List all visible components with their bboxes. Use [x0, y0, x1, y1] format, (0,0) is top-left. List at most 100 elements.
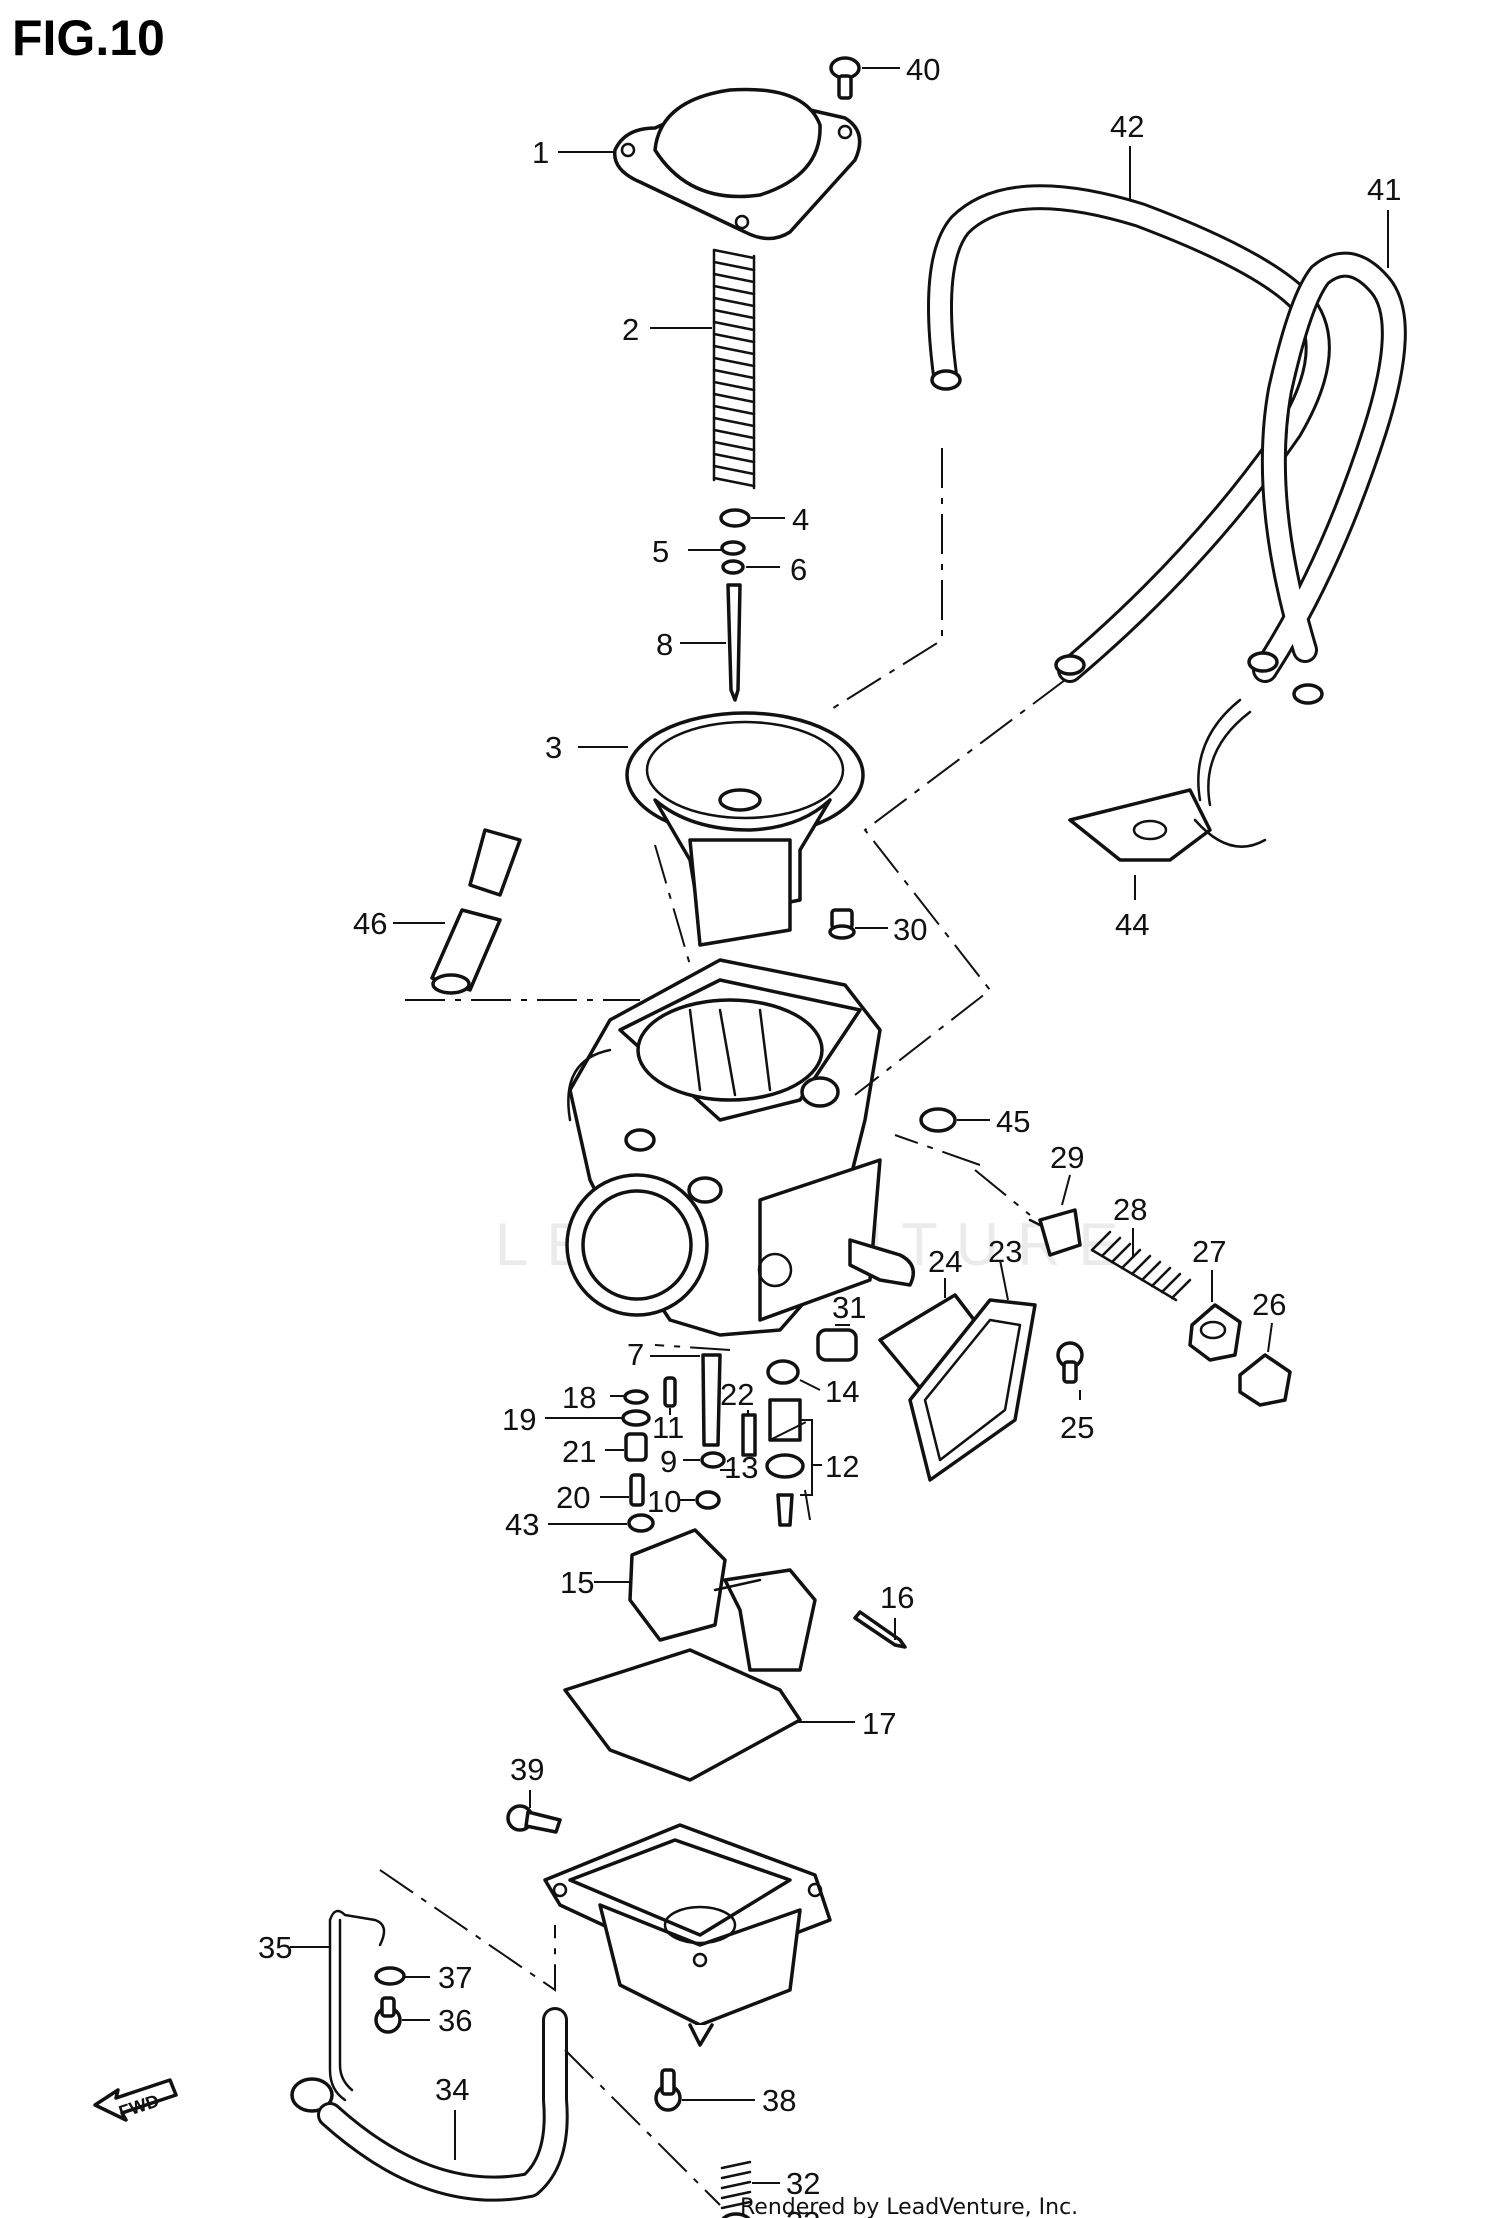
- part-6-clip: [721, 559, 745, 575]
- callout-labels: 1 2 3 4 5 6 7 8 9 10 11 12 13 14 15 16 1…: [258, 52, 1401, 2218]
- part-9-washer: [700, 1451, 726, 1469]
- carburetor-body: [565, 958, 916, 1337]
- callout-13: 13: [724, 1450, 758, 1485]
- part-17-gasket: [563, 1648, 802, 1782]
- callout-34: 34: [435, 2072, 469, 2107]
- part-38-screw: [654, 2068, 682, 2112]
- callout-25: 25: [1060, 1410, 1094, 1445]
- callout-31: 31: [832, 1290, 866, 1325]
- callout-19: 19: [502, 1402, 536, 1437]
- part-40-screw: [829, 56, 861, 100]
- callout-11: 11: [652, 1410, 684, 1445]
- part-23-cover: [908, 1298, 1037, 1482]
- fwd-arrow: [93, 2078, 178, 2122]
- parts-artwork: [93, 56, 1407, 2218]
- callout-45: 45: [996, 1104, 1030, 1139]
- part-14-plug: [766, 1359, 800, 1385]
- part-20-screw: [629, 1473, 645, 1507]
- callout-7: 7: [627, 1337, 644, 1372]
- part-22-jet: [741, 1413, 757, 1457]
- callout-16: 16: [880, 1580, 914, 1615]
- callout-46: 46: [353, 906, 387, 941]
- callout-40: 40: [906, 52, 940, 87]
- part-26-cap: [1238, 1353, 1292, 1407]
- part-3-diaphragm: [625, 711, 865, 947]
- part-43-cap: [627, 1513, 655, 1533]
- part-28-spring: [1090, 1230, 1192, 1302]
- callout-28: 28: [1113, 1192, 1147, 1227]
- callout-14: 14: [825, 1374, 859, 1409]
- callout-6: 6: [790, 552, 807, 587]
- callout-10: 10: [647, 1484, 681, 1519]
- part-1-cover: [612, 87, 862, 241]
- callout-39: 39: [510, 1752, 544, 1787]
- figure-title: FIG.10: [12, 10, 165, 66]
- part-42-hose: [927, 184, 1331, 683]
- callout-35: 35: [258, 1930, 292, 1965]
- part-25-screw: [1056, 1341, 1084, 1384]
- callout-8: 8: [656, 627, 673, 662]
- callout-32: 32: [786, 2166, 820, 2201]
- callout-2: 2: [622, 312, 639, 347]
- callout-20: 20: [556, 1480, 590, 1515]
- callout-27: 27: [1192, 1234, 1226, 1269]
- part-39-screw: [506, 1804, 562, 1834]
- part-15-float: [628, 1528, 817, 1672]
- float-bowl: [543, 1823, 832, 2047]
- part-35-pipe: [328, 1909, 386, 2102]
- callout-3: 3: [545, 730, 562, 765]
- callout-44: 44: [1115, 907, 1149, 942]
- callout-17: 17: [862, 1706, 896, 1741]
- assembly-lines: [379, 448, 1066, 2206]
- part-8-needle: [726, 583, 742, 702]
- part-18-ring: [623, 1389, 649, 1405]
- part-16-pin: [853, 1610, 907, 1649]
- part-12-valve: [765, 1398, 805, 1527]
- part-33-washer: [721, 2212, 751, 2218]
- callout-26: 26: [1252, 1287, 1286, 1322]
- callout-5: 5: [652, 534, 669, 569]
- callout-42: 42: [1110, 109, 1144, 144]
- part-10-jet: [695, 1490, 721, 1510]
- callout-29: 29: [1050, 1140, 1084, 1175]
- part-31-plug: [816, 1328, 858, 1362]
- callout-21: 21: [562, 1434, 596, 1469]
- leader-lines: [290, 67, 1389, 2184]
- part-41-hose: [1247, 251, 1407, 705]
- callout-18: 18: [562, 1380, 596, 1415]
- part-21-spring: [624, 1432, 648, 1462]
- part-46-tubes: [430, 828, 522, 995]
- callout-22: 22: [720, 1377, 754, 1412]
- callout-38: 38: [762, 2083, 796, 2118]
- callout-41: 41: [1367, 172, 1401, 207]
- callout-43: 43: [505, 1507, 539, 1542]
- callout-4: 4: [792, 502, 809, 537]
- part-30-plug: [828, 908, 856, 940]
- part-4-washer: [719, 508, 751, 528]
- callout-37: 37: [438, 1960, 472, 1995]
- callout-1: 1: [532, 135, 549, 170]
- callout-15: 15: [560, 1565, 594, 1600]
- part-32-spring: [720, 2160, 752, 2210]
- callout-36: 36: [438, 2003, 472, 2038]
- part-37-washer: [374, 1966, 406, 1986]
- part-11-jet: [663, 1376, 677, 1408]
- callout-23: 23: [988, 1234, 1022, 1269]
- callout-9: 9: [660, 1444, 677, 1479]
- credit-text: Rendered by LeadVenture, Inc.: [740, 2195, 1078, 2218]
- callout-33: 33: [786, 2205, 820, 2218]
- part-36-screw: [374, 1996, 402, 2034]
- part-5-ring: [720, 540, 746, 556]
- part-29-plunger: [1028, 1208, 1082, 1257]
- part-35-cock: [290, 2077, 334, 2113]
- callout-12: 12: [825, 1449, 859, 1484]
- part-44-clamp: [1068, 698, 1267, 862]
- part-34-hose: [317, 2007, 569, 2202]
- callout-30: 30: [893, 912, 927, 947]
- part-7-tube: [701, 1353, 722, 1447]
- part-19-washer: [621, 1409, 651, 1427]
- part-27-nut: [1188, 1303, 1242, 1362]
- part-45-oring: [919, 1107, 957, 1133]
- part-2-spring: [712, 248, 756, 490]
